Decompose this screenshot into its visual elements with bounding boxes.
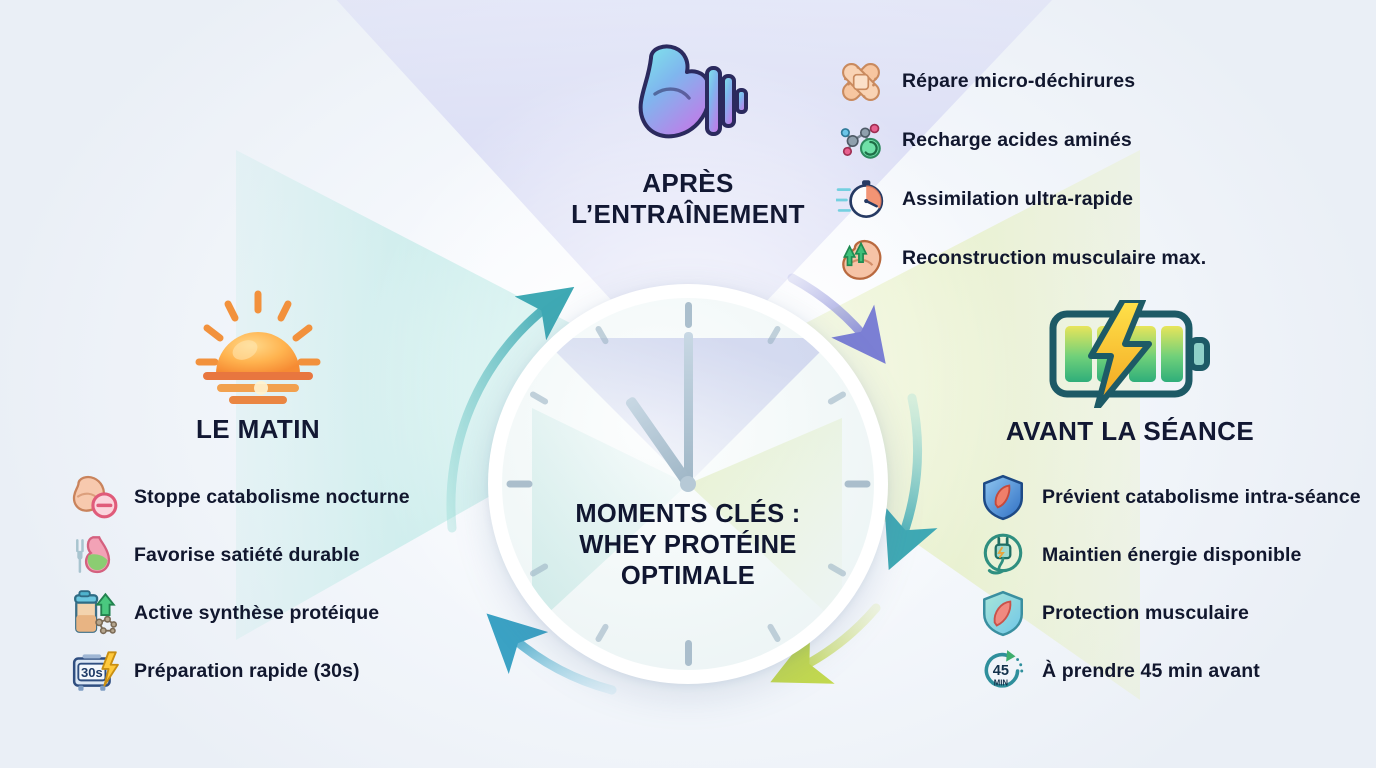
list-item-label: Favorise satiété durable bbox=[134, 543, 360, 566]
list-item-label: Répare micro-déchirures bbox=[902, 70, 1136, 92]
microwave-30s-lightning-icon: 30s bbox=[72, 651, 119, 691]
clock-face: MOMENTS CLÉS : WHEY PROTÉINE OPTIMALE bbox=[502, 298, 874, 670]
clock-tick bbox=[844, 480, 870, 488]
list-item-label: Maintien énergie disponible bbox=[1042, 543, 1302, 566]
muscle-growth-arrows-icon bbox=[842, 239, 882, 280]
list-item: Favorise satiété durable bbox=[70, 526, 410, 584]
clock-minute-hand bbox=[683, 332, 693, 484]
list-item-label: Préparation rapide (30s) bbox=[134, 659, 360, 682]
bicep-no-entry-icon bbox=[72, 475, 118, 519]
battery-lightning-icon bbox=[1049, 300, 1210, 408]
list-item-label: Reconstruction musculaire max. bbox=[902, 247, 1207, 269]
list-item: Recharge acides aminés bbox=[836, 111, 1206, 170]
list-item: Reconstruction musculaire max. bbox=[836, 229, 1206, 288]
section-pre-workout: AVANT LA SÉANCE bbox=[960, 300, 1300, 447]
list-item-label: Recharge acides aminés bbox=[902, 129, 1132, 151]
svg-text:45: 45 bbox=[993, 663, 1009, 679]
arrow-postworkout-to-recovery bbox=[884, 393, 938, 571]
blue-shield-muscle-icon bbox=[983, 474, 1023, 521]
plug-energy-circle-icon bbox=[983, 533, 1023, 575]
list-item-label: Stoppe catabolisme nocturne bbox=[134, 485, 410, 508]
svg-text:30s: 30s bbox=[81, 665, 103, 680]
section-post-workout-title-line-2: L’ENTRAÎNEMENT bbox=[571, 199, 805, 229]
shaker-up-arrow-molecule-icon bbox=[74, 590, 118, 635]
timer-45-min-icon: 45 MIN bbox=[984, 650, 1024, 688]
list-item: 45 MIN À prendre 45 min avant bbox=[978, 642, 1361, 700]
amino-acid-molecule-icon bbox=[840, 123, 881, 159]
section-pre-workout-title: AVANT LA SÉANCE bbox=[1005, 416, 1255, 446]
list-item-label: À prendre 45 min avant bbox=[1042, 659, 1260, 682]
list-item: Stoppe catabolisme nocturne bbox=[70, 468, 410, 526]
center-title: MOMENTS CLÉS : WHEY PROTÉINE OPTIMALE bbox=[502, 499, 874, 592]
section-morning-title: LE MATIN bbox=[195, 414, 321, 444]
section-post-workout-title-line-1: APRÈS bbox=[642, 168, 734, 198]
list-item: Protection musculaire bbox=[978, 584, 1361, 642]
clock-tick bbox=[684, 302, 692, 328]
clock-tick bbox=[506, 480, 532, 488]
list-item: Répare micro-déchirures bbox=[836, 52, 1206, 111]
section-morning: LE MATIN bbox=[108, 288, 408, 445]
stomach-fork-icon bbox=[76, 536, 111, 574]
center-title-line-3: OPTIMALE bbox=[620, 562, 756, 590]
flexed-bicep-dumbbell-icon bbox=[638, 44, 748, 139]
list-item: Maintien énergie disponible bbox=[978, 526, 1361, 584]
list-item: Active synthèse protéique bbox=[70, 584, 410, 642]
adhesive-bandage-icon bbox=[842, 62, 880, 101]
central-clock: MOMENTS CLÉS : WHEY PROTÉINE OPTIMALE bbox=[488, 284, 888, 684]
list-item: 30s Préparation rapide (30s) bbox=[70, 642, 410, 700]
post-workout-benefits-list: Répare micro-déchirures Recharge acides … bbox=[836, 52, 1206, 288]
list-item-label: Prévient catabolisme intra-séance bbox=[1042, 485, 1361, 508]
fast-stopwatch-icon bbox=[836, 179, 884, 218]
pre-workout-benefits-list: Prévient catabolisme intra-séance Mainti… bbox=[978, 468, 1361, 700]
morning-benefits-list: Stoppe catabolisme nocturne Favorise sat… bbox=[70, 468, 410, 700]
teal-shield-muscle-icon bbox=[983, 590, 1023, 637]
list-item: Assimilation ultra-rapide bbox=[836, 170, 1206, 229]
clock-tick bbox=[684, 640, 692, 666]
list-item-label: Active synthèse protéique bbox=[134, 601, 380, 624]
clock-center-hub bbox=[680, 476, 696, 492]
list-item: Prévient catabolisme intra-séance bbox=[978, 468, 1361, 526]
list-item-label: Assimilation ultra-rapide bbox=[902, 188, 1134, 210]
list-item-label: Protection musculaire bbox=[1042, 601, 1249, 624]
center-title-line-2: WHEY PROTÉINE bbox=[579, 531, 797, 559]
svg-text:MIN: MIN bbox=[994, 679, 1009, 688]
center-title-line-1: MOMENTS CLÉS : bbox=[575, 500, 801, 528]
sunrise-icon bbox=[195, 290, 321, 404]
section-post-workout-title: APRÈS L’ENTRAÎNEMENT bbox=[508, 168, 868, 230]
section-post-workout: APRÈS L’ENTRAÎNEMENT bbox=[508, 42, 868, 230]
